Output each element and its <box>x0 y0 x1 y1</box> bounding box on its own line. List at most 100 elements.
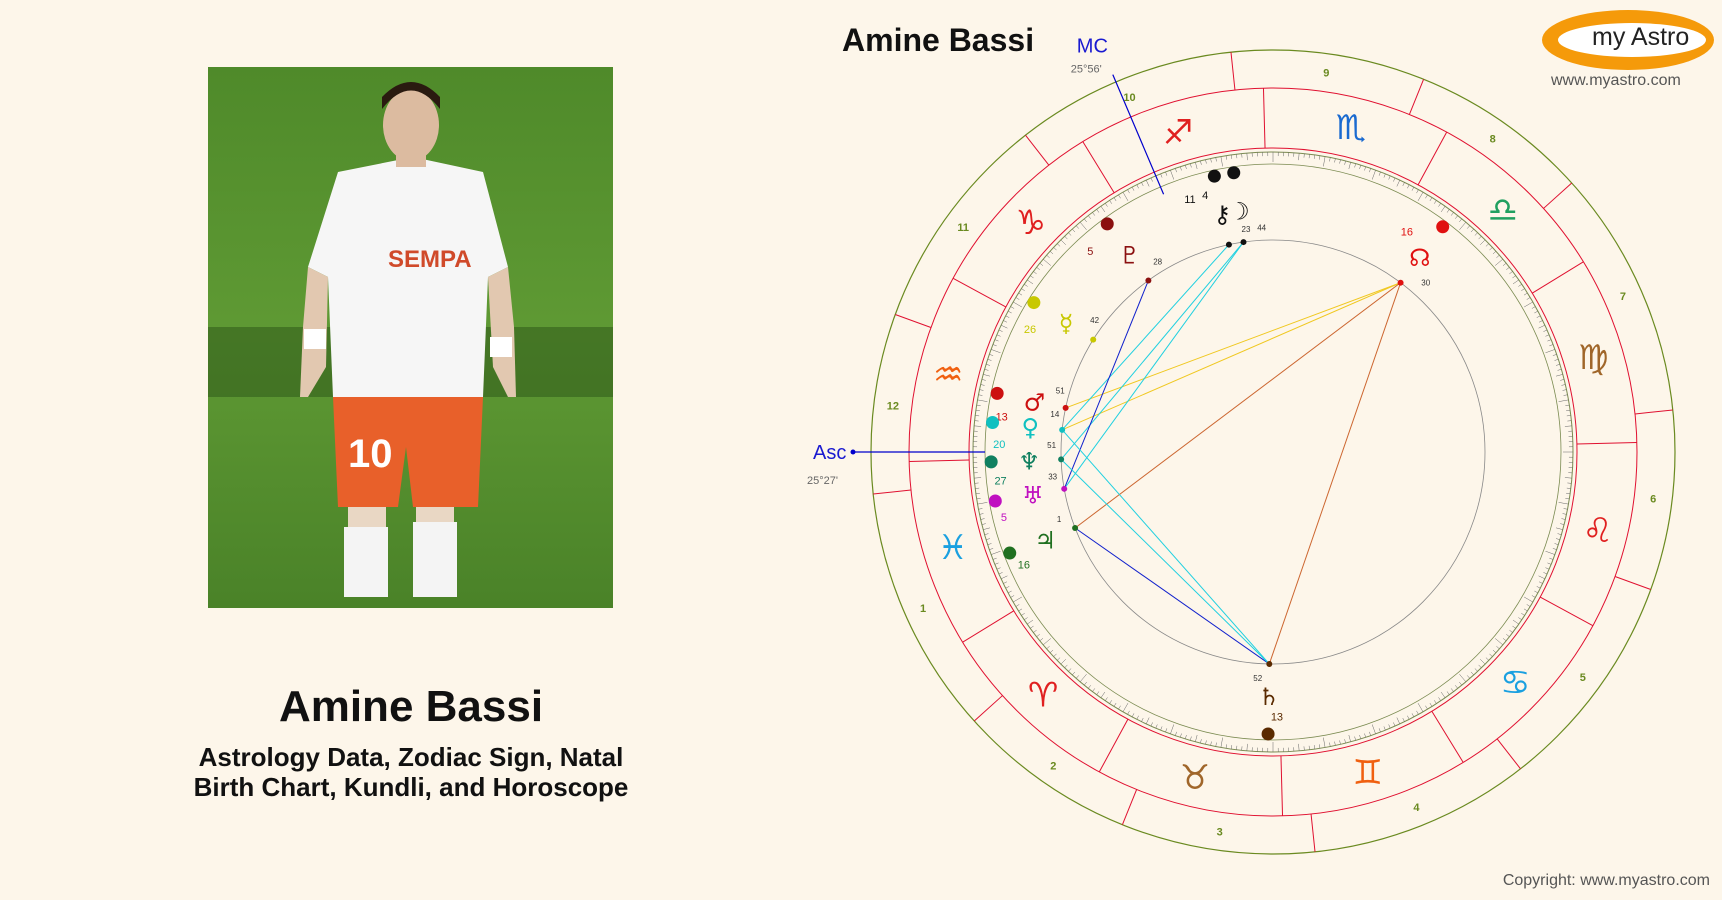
house-cusp <box>1634 409 1673 415</box>
jupiter-marker <box>1003 546 1017 560</box>
house-number-7: 7 <box>1620 291 1626 303</box>
mercury-glyph: ☿ <box>1059 310 1074 338</box>
house-number-9: 9 <box>1323 68 1329 80</box>
house-cusp <box>1496 738 1521 770</box>
uranus-marker <box>988 494 1002 508</box>
node-marker <box>1436 220 1450 234</box>
mercury-minutes: 42 <box>1090 316 1099 325</box>
mc-label: MC <box>1077 36 1108 58</box>
house-number-10: 10 <box>1123 92 1135 104</box>
house-cusp <box>1408 79 1425 115</box>
subtitle-line-1: Astrology Data, Zodiac Sign, Natal <box>198 742 624 772</box>
aspect-line-saturn-venus <box>1061 429 1270 665</box>
moon-glyph: ☽ <box>1228 197 1250 225</box>
jupiter-aspect-point <box>1072 524 1079 531</box>
logo-text: my Astro <box>1592 23 1690 51</box>
virgo-sign-glyph: ♍ <box>1578 338 1608 378</box>
house-cusp <box>1230 52 1236 91</box>
aspect-line-node-venus <box>1061 282 1401 431</box>
moon-marker <box>1227 166 1241 180</box>
myastro-logo[interactable]: my Astro <box>1542 10 1714 70</box>
house-number-1: 1 <box>920 603 926 615</box>
asc-marker <box>850 449 856 455</box>
house-cusp <box>1310 813 1316 852</box>
venus-glyph: ♀ <box>1022 413 1040 441</box>
node-minutes: 30 <box>1421 278 1430 287</box>
jupiter-glyph: ♃ <box>1034 526 1056 554</box>
house-cusp <box>1543 182 1573 209</box>
aspect-line-moon-uranus <box>1063 241 1244 490</box>
node-glyph: ☊ <box>1409 244 1430 272</box>
person-photo: 10 SEMPA <box>208 67 613 608</box>
house-number-8: 8 <box>1490 133 1496 145</box>
venus-marker <box>986 416 1000 430</box>
aspect-line-chiron-venus <box>1061 244 1230 431</box>
sign-divider <box>1531 261 1584 294</box>
aries-sign-glyph: ♈ <box>1028 675 1058 715</box>
sign-divider <box>1417 131 1448 186</box>
house-number-12: 12 <box>887 400 899 412</box>
moon-degree: 4 <box>1202 190 1208 202</box>
gemini-sign-glyph: ♊ <box>1353 753 1383 793</box>
uranus-degree: 5 <box>1001 512 1007 524</box>
chart-title: Amine Bassi <box>842 22 1035 58</box>
pluto-aspect-point <box>1145 277 1152 284</box>
asc-label: Asc <box>813 442 846 464</box>
sign-divider <box>1539 596 1594 627</box>
saturn-glyph: ♄ <box>1258 683 1280 711</box>
pisces-sign-glyph: ♓ <box>938 528 968 568</box>
pluto-minutes: 28 <box>1153 257 1162 266</box>
cancer-sign-glyph: ♋ <box>1500 663 1530 703</box>
neptune-marker <box>984 455 998 469</box>
leo-sign-glyph: ♌ <box>1583 511 1613 551</box>
house-cusp <box>895 314 932 328</box>
copyright-text: Copyright: www.myastro.com <box>1502 872 1710 889</box>
scorpio-sign-glyph: ♏ <box>1336 108 1366 148</box>
mercury-aspect-point <box>1090 336 1097 343</box>
uranus-aspect-point <box>1061 485 1068 492</box>
aspect-line-moon-neptune <box>1060 241 1244 460</box>
house-number-2: 2 <box>1050 761 1056 773</box>
aquarius-sign-glyph: ♒ <box>933 355 963 395</box>
site-url[interactable]: www.myastro.com <box>1551 72 1681 89</box>
mercury-marker <box>1027 296 1041 310</box>
pluto-marker <box>1100 217 1114 231</box>
saturn-minutes: 52 <box>1253 674 1262 683</box>
capricorn-sign-glyph: ♑ <box>1015 203 1045 243</box>
mars-minutes: 51 <box>1056 387 1065 396</box>
mars-glyph: ♂ <box>1024 388 1046 416</box>
mars-marker <box>990 386 1004 400</box>
asc-degree: 25°27' <box>807 475 838 487</box>
aspect-line-node-jupiter <box>1074 282 1401 529</box>
aspect-line-node-mars <box>1065 282 1401 409</box>
pluto-degree: 5 <box>1087 246 1093 258</box>
house-number-3: 3 <box>1217 826 1223 838</box>
neptune-aspect-point <box>1058 456 1065 463</box>
sign-divider <box>909 459 970 463</box>
chiron-marker <box>1207 169 1221 183</box>
venus-minutes: 14 <box>1050 410 1059 419</box>
chiron-degree: 11 <box>1184 194 1195 206</box>
sign-divider <box>1098 718 1129 773</box>
saturn-aspect-point <box>1266 660 1273 667</box>
zodiac-ring-inner <box>968 147 1578 757</box>
uranus-minutes: 33 <box>1048 473 1057 482</box>
node-aspect-point <box>1397 279 1404 286</box>
venus-aspect-point <box>1059 426 1066 433</box>
sign-divider <box>962 610 1015 643</box>
aspect-line-saturn-jupiter <box>1074 527 1270 665</box>
house-number-11: 11 <box>957 222 969 234</box>
house-cusp <box>1025 134 1050 166</box>
house-cusp <box>1614 576 1651 590</box>
sagittarius-sign-glyph: ♐ <box>1163 113 1193 153</box>
person-name: Amine Bassi <box>278 682 544 731</box>
mercury-degree: 26 <box>1024 324 1036 336</box>
house-number-6: 6 <box>1650 494 1656 506</box>
logo-inner-oval <box>1558 23 1706 57</box>
page-subtitle: Astrology Data, Zodiac Sign, Natal Birth… <box>0 742 822 802</box>
sign-divider <box>1280 755 1284 816</box>
neptune-degree: 27 <box>994 476 1006 488</box>
node-degree: 16 <box>1401 227 1413 239</box>
shirt-text: SEMPA <box>388 246 472 273</box>
